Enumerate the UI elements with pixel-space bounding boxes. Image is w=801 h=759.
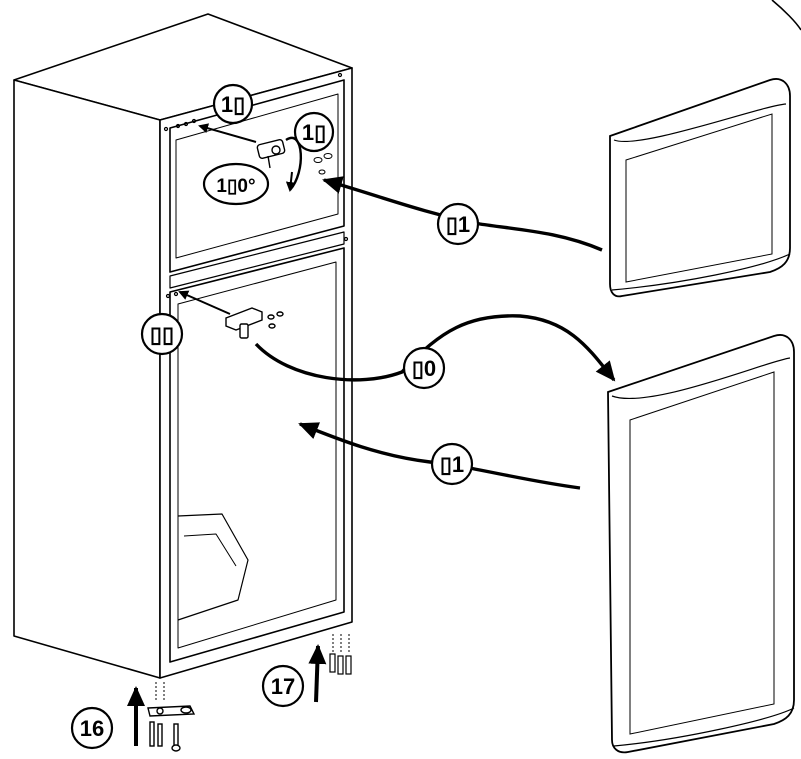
divider-strip [169, 231, 345, 289]
freezer-door [609, 78, 791, 298]
callout-step-18-top: 1▯ [212, 83, 254, 125]
arrow-step-17 [308, 644, 327, 703]
callout-step-17: 17 [261, 664, 305, 708]
freezer-compartment [169, 79, 345, 273]
foot-screws [329, 634, 352, 675]
fridge-cabinet [13, 13, 353, 679]
callout-step-21-bottom: ▯1 [430, 442, 474, 486]
fridge-compartment [169, 247, 345, 663]
fridge-door [607, 334, 795, 754]
callout-step-16-text: 16 [80, 716, 104, 741]
callout-step-21-top-text: ▯1 [446, 212, 470, 237]
callout-step-18-top-text: 1▯ [221, 92, 245, 117]
arrow-step-20 [254, 314, 616, 382]
callout-step-20: ▯0 [402, 346, 446, 390]
bottom-hinge [147, 682, 196, 752]
crisper-drawer [177, 513, 249, 621]
cabinet-side [13, 79, 161, 679]
arrow-step-21-top [322, 176, 603, 252]
callout-step-20-text: ▯0 [412, 356, 436, 381]
arrow-step-21-bottom [298, 422, 581, 490]
callout-step-21-bottom-text: ▯1 [440, 452, 464, 477]
arrow-step-18 [198, 123, 257, 143]
callout-step-19: 1▯ [293, 111, 335, 153]
arrow-step-22 [178, 290, 231, 315]
middle-hinge [225, 307, 284, 339]
callout-rotate-180: 1▯0° [202, 162, 270, 206]
callout-step-19-text: 1▯ [302, 120, 326, 145]
corner-decoration [771, 0, 801, 31]
callout-rotate-180-text: 1▯0° [216, 176, 255, 197]
callout-step-16: 16 [70, 706, 114, 750]
arrows [127, 123, 616, 746]
cabinet-front [159, 67, 353, 679]
arrow-rotate [285, 171, 296, 192]
callout-step-22: ▯▯ [140, 312, 184, 356]
callout-step-21-top: ▯1 [436, 202, 480, 246]
callout-step-22-text: ▯▯ [150, 322, 174, 347]
callout-step-17-text: 17 [271, 674, 295, 699]
